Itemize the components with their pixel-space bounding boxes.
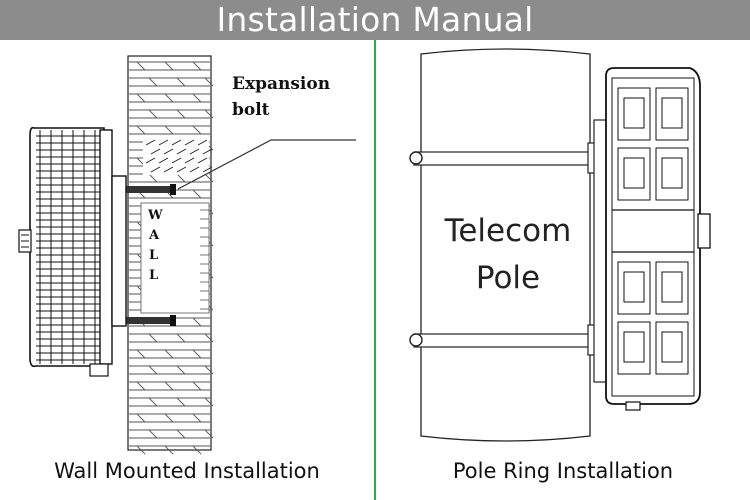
pole-ring-top	[409, 142, 605, 174]
wall-mount-caption: Wall Mounted Installation	[54, 459, 320, 483]
wall-mount-diagram: Expansion bolt W A L L	[18, 55, 356, 455]
wall-block	[127, 55, 214, 455]
expansion-label-line2: bolt	[232, 100, 270, 120]
pole-label-line2: Pole	[476, 260, 540, 296]
pole-mount-diagram: Telecom Pole	[409, 48, 711, 442]
wall-letter-4: L	[149, 268, 158, 283]
wall-letter-1: W	[147, 208, 163, 223]
wall-letter-2: A	[148, 228, 160, 243]
wall-letter-3: L	[149, 248, 158, 263]
pole-ring-caption: Pole Ring Installation	[452, 459, 674, 483]
expansion-bolt-bottom	[118, 315, 176, 326]
terminal-box-front-view	[605, 67, 711, 411]
page-title: Installation Manual	[216, 0, 534, 39]
expansion-label-line1: Expansion	[232, 74, 330, 94]
pole-label-line1: Telecom	[444, 213, 572, 249]
callout-leader-line	[177, 139, 356, 190]
header-banner: Installation Manual	[0, 0, 750, 40]
terminal-box-side-view	[18, 126, 127, 377]
panel-divider	[374, 40, 376, 500]
expansion-bolt-top	[118, 184, 176, 195]
